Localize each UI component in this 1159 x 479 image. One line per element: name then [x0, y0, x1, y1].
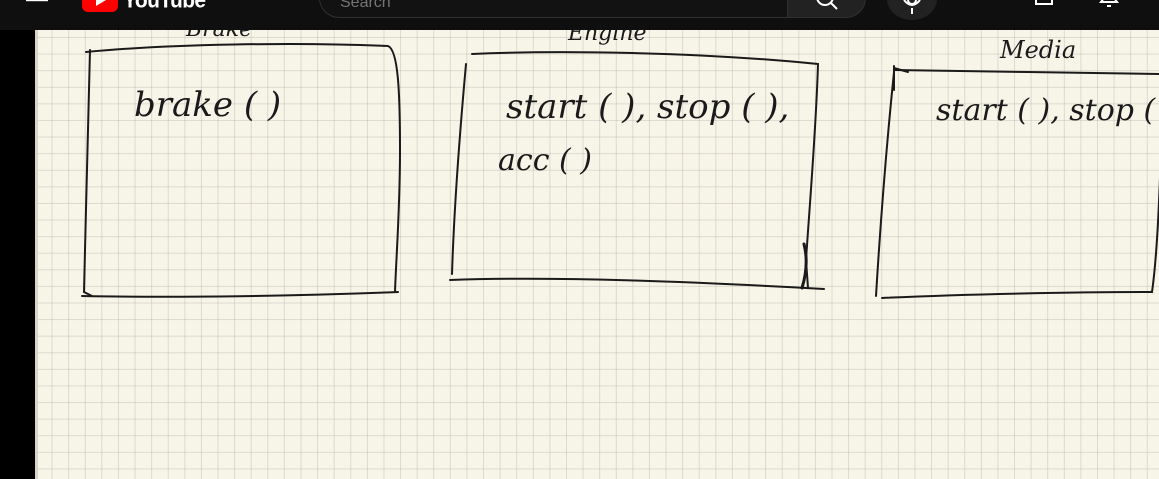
youtube-play-icon — [82, 0, 118, 12]
voice-search-button[interactable] — [887, 0, 937, 20]
search-input[interactable] — [319, 0, 787, 18]
create-icon[interactable] — [1033, 0, 1059, 10]
youtube-logo[interactable]: YouTube — [82, 0, 206, 12]
engine-box-methods-line2: acc ( ) — [498, 143, 592, 178]
search-button[interactable] — [787, 0, 866, 18]
media-box-methods: start ( ), stop ( ) — [936, 93, 1159, 128]
mic-icon — [903, 0, 921, 14]
whiteboard-canvas: Brake brake ( ) Engine start ( ), stop (… — [35, 30, 1159, 479]
media-box: Media start ( ), stop ( ) — [875, 36, 1159, 299]
menu-icon[interactable] — [24, 0, 50, 8]
video-left-edge — [0, 30, 35, 479]
engine-box-title: Engine — [567, 30, 647, 46]
media-box-title: Media — [999, 36, 1076, 64]
youtube-masthead: YouTube — [0, 0, 1159, 30]
brake-box-methods: brake ( ) — [134, 85, 281, 125]
youtube-wordmark: YouTube — [123, 0, 206, 13]
engine-box-methods-line1: start ( ), stop ( ), — [506, 87, 789, 127]
search-icon — [816, 0, 838, 10]
brake-box: Brake brake ( ) — [81, 30, 402, 298]
engine-box: Engine start ( ), stop ( ), acc ( ) — [449, 30, 825, 290]
bell-icon[interactable] — [1096, 0, 1122, 10]
brake-box-title: Brake — [185, 30, 252, 42]
